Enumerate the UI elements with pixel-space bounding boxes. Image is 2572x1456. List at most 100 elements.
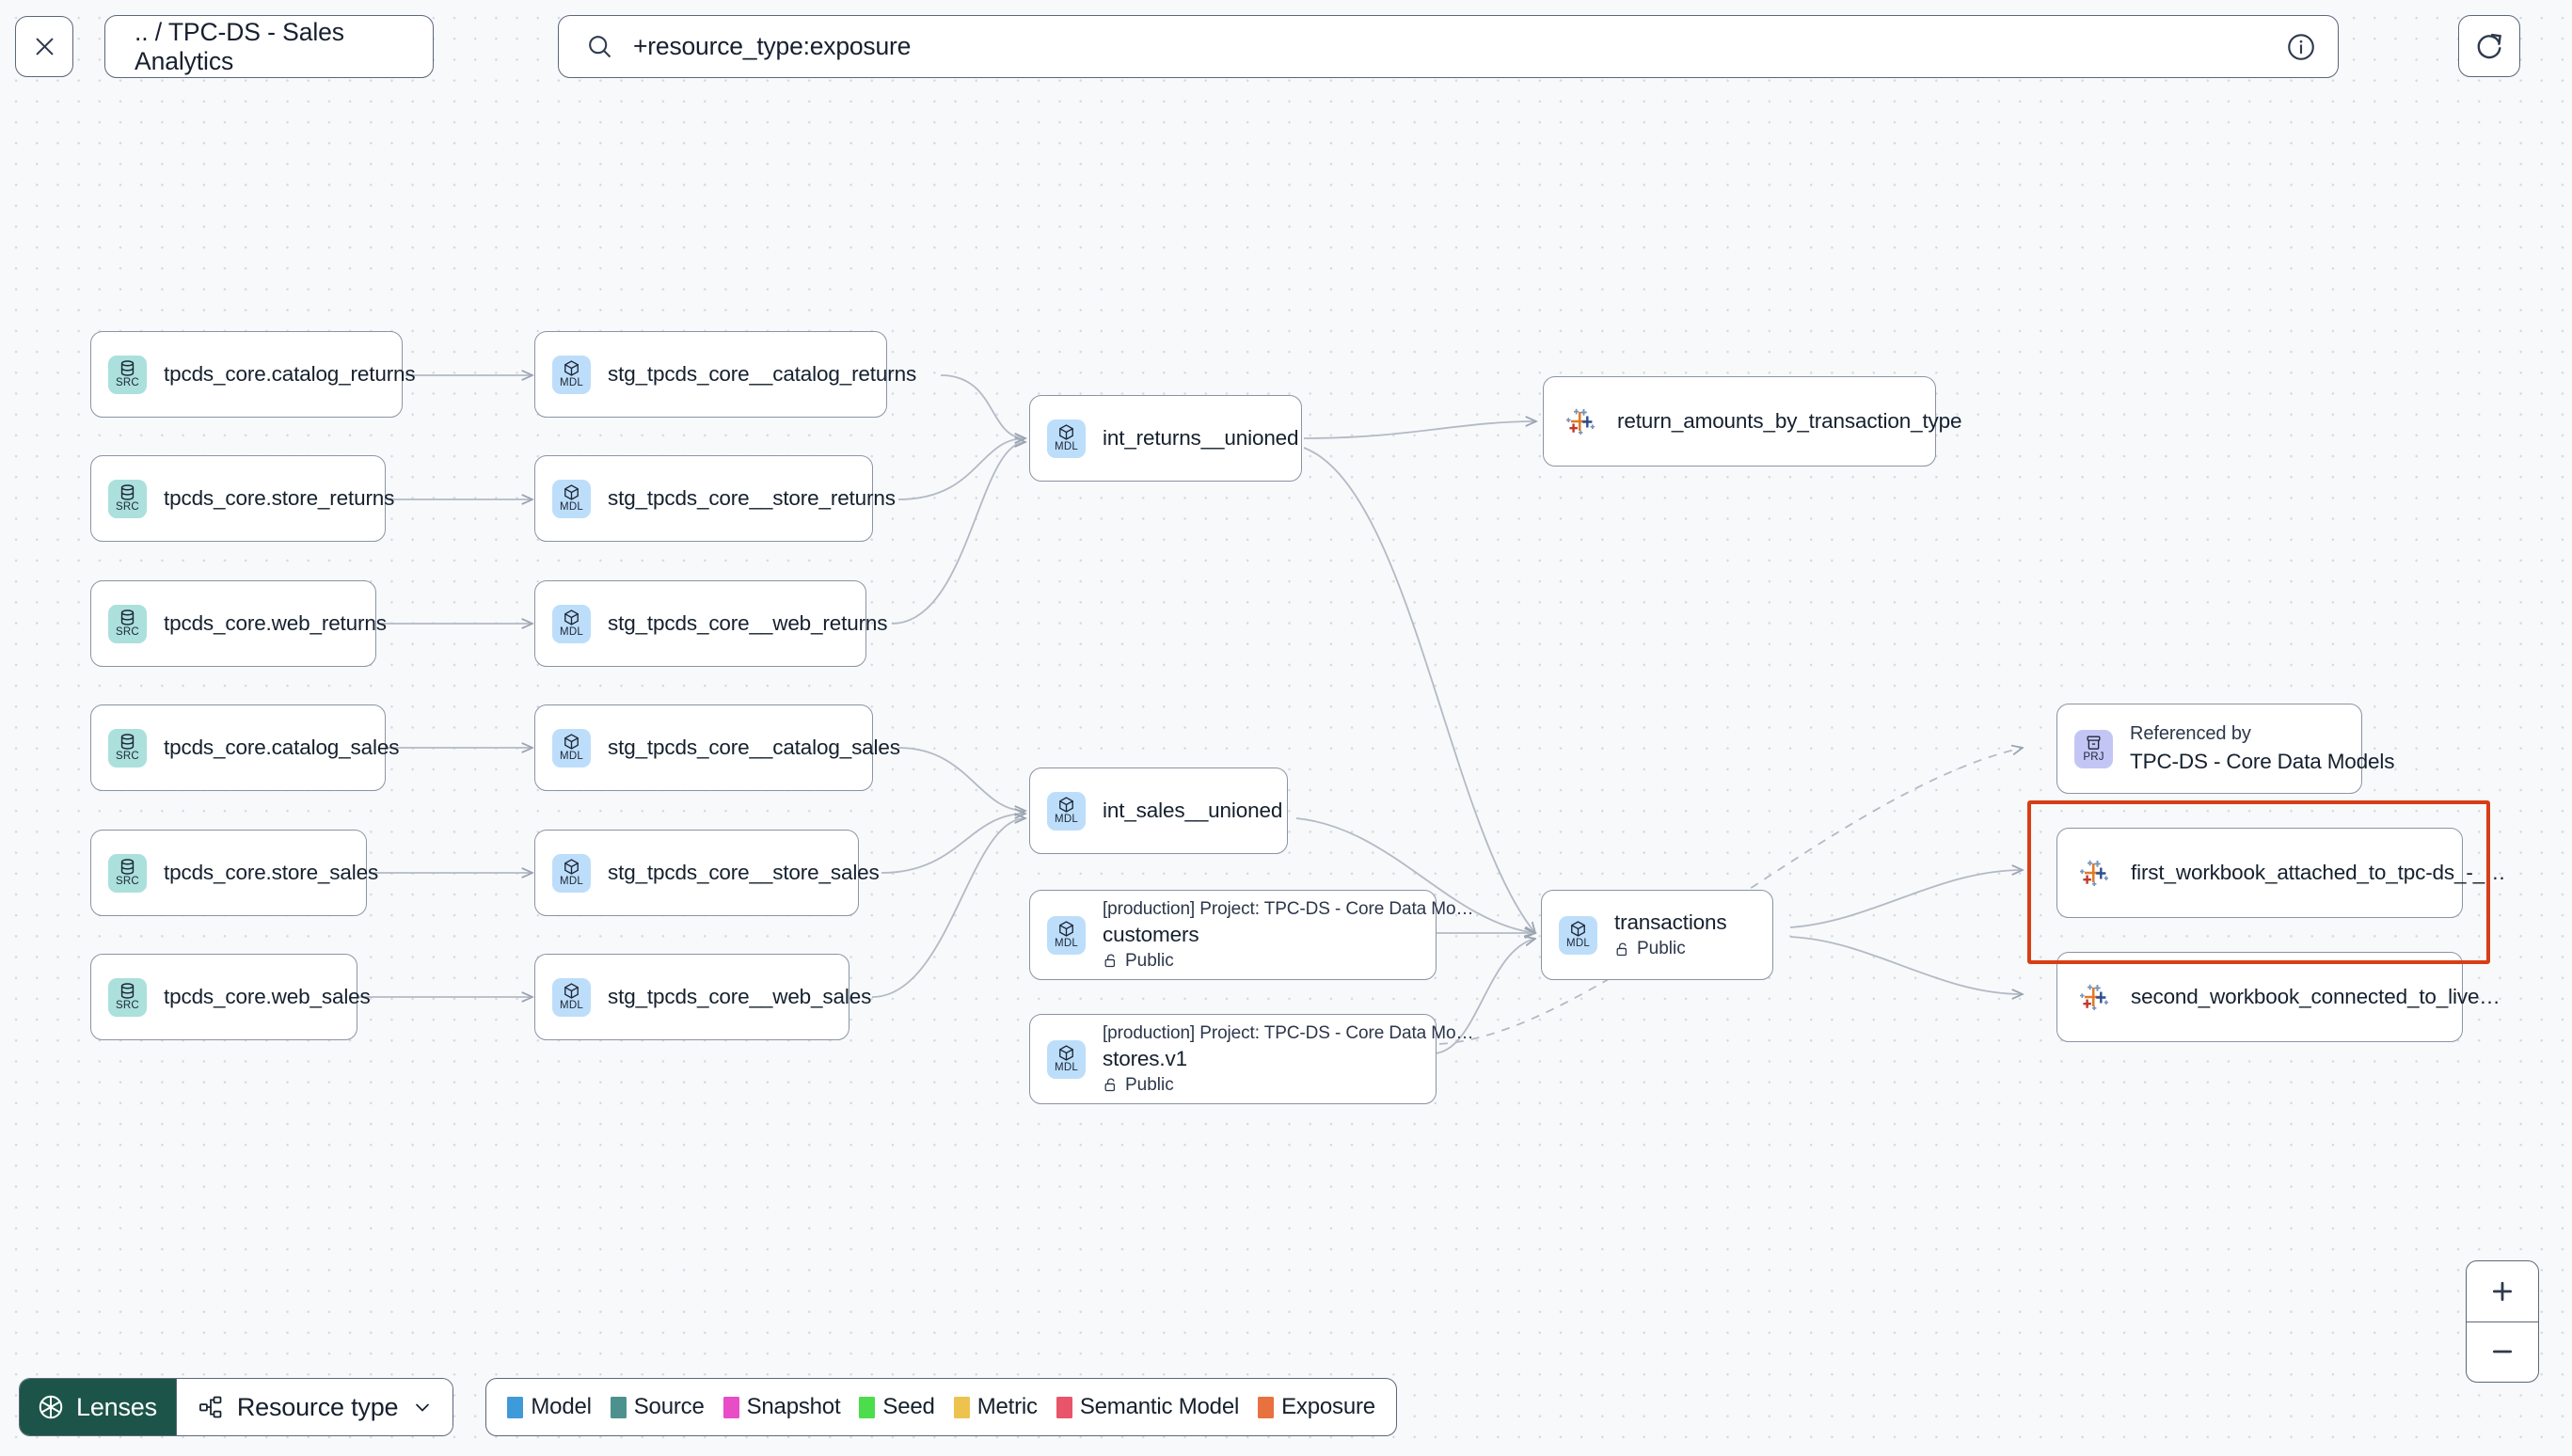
graph-node-model[interactable]: MDL stg_tpcds_core__catalog_sales	[534, 704, 900, 791]
unlock-icon	[1104, 954, 1116, 968]
graph-node-source[interactable]: SRC tpcds_core.catalog_returns	[90, 331, 416, 418]
cube-icon	[564, 983, 579, 999]
model-badge-label: MDL	[560, 377, 583, 389]
bottom-toolbar: Lenses Resource type Model	[19, 1378, 1397, 1436]
node-body: tpcds_core.catalog_sales	[164, 736, 399, 760]
exposure-selection-rect	[2027, 800, 2490, 964]
graph-node-exposure[interactable]: first_workbook_attached_to_tpc-ds_-_…	[2056, 828, 2506, 918]
source-badge-label: SRC	[116, 377, 139, 389]
resource-type-legend: Model Source Snapshot Seed Metric Semant…	[485, 1378, 1397, 1436]
legend-label: Model	[531, 1394, 592, 1419]
database-icon	[120, 609, 135, 625]
node-access-label: Public	[1125, 1074, 1174, 1095]
node-body: Referenced by TPC-DS - Core Data Models	[2130, 723, 2394, 774]
cube-icon	[564, 484, 579, 500]
legend-label: Source	[633, 1394, 705, 1419]
zoom-in-button[interactable]	[2467, 1261, 2538, 1322]
lenses-button[interactable]: Lenses	[20, 1379, 176, 1435]
database-icon	[120, 983, 135, 999]
node-body: return_amounts_by_transaction_type	[1617, 409, 1962, 434]
node-body: stg_tpcds_core__web_sales	[608, 985, 871, 1009]
graph-node-source[interactable]: SRC tpcds_core.store_returns	[90, 455, 395, 542]
refresh-icon	[2477, 33, 2501, 59]
node-project-line: [production] Project: TPC-DS - Core Data…	[1103, 898, 1474, 919]
node-caption: Referenced by	[2130, 723, 2251, 744]
legend-item-model: Model	[507, 1394, 592, 1420]
breadcrumb[interactable]: .. / TPC-DS - Sales Analytics	[104, 15, 434, 78]
legend-swatch	[507, 1396, 524, 1418]
legend-label: Exposure	[1281, 1394, 1375, 1419]
legend-swatch	[722, 1396, 739, 1418]
graph-node-model[interactable]: MDL int_sales__unioned	[1029, 768, 1288, 854]
resource-type-dropdown[interactable]: Resource type	[175, 1379, 453, 1435]
close-button[interactable]	[15, 16, 73, 77]
node-body: int_returns__unioned	[1103, 426, 1299, 451]
graph-node-project[interactable]: PRJ Referenced by TPC-DS - Core Data Mod…	[2056, 704, 2394, 794]
graph-node-source[interactable]: SRC tpcds_core.catalog_sales	[90, 704, 399, 791]
node-title: stg_tpcds_core__store_returns	[608, 486, 896, 510]
search-icon	[589, 36, 611, 58]
cube-icon	[1571, 921, 1585, 937]
node-body: tpcds_core.catalog_returns	[164, 362, 416, 387]
node-title: stg_tpcds_core__catalog_returns	[608, 362, 917, 386]
graph-node-model-transactions[interactable]: MDL transactions Public	[1541, 890, 1773, 980]
model-badge-label: MDL	[1055, 938, 1078, 950]
source-badge: SRC	[108, 479, 147, 518]
cube-icon	[1059, 921, 1073, 937]
graph-node-model[interactable]: MDL stg_tpcds_core__store_sales	[534, 830, 880, 916]
source-badge: SRC	[108, 604, 147, 643]
model-badge: MDL	[552, 355, 591, 394]
node-body: stg_tpcds_core__store_sales	[608, 861, 880, 885]
node-access-label: Public	[1125, 950, 1174, 971]
graph-node-model[interactable]: MDL stg_tpcds_core__web_returns	[534, 580, 888, 667]
graph-node-model-project[interactable]: MDL [production] Project: TPC-DS - Core …	[1029, 890, 1474, 980]
node-title: return_amounts_by_transaction_type	[1617, 409, 1962, 433]
graph-node-exposure[interactable]: return_amounts_by_transaction_type	[1543, 376, 1962, 467]
legend-swatch	[859, 1396, 876, 1418]
graph-node-exposure[interactable]: second_workbook_connected_to_live…	[2056, 952, 2501, 1042]
graph-node-model-project[interactable]: MDL [production] Project: TPC-DS - Core …	[1029, 1014, 1473, 1104]
graph-node-model[interactable]: MDL stg_tpcds_core__store_returns	[534, 455, 896, 542]
top-bar: .. / TPC-DS - Sales Analytics +resource_…	[0, 0, 2572, 110]
zoom-controls[interactable]	[2466, 1260, 2539, 1383]
legend-label: Snapshot	[746, 1394, 841, 1419]
graph-node-source[interactable]: SRC tpcds_core.store_sales	[90, 830, 378, 916]
node-title: tpcds_core.web_returns	[164, 611, 387, 635]
source-badge-label: SRC	[116, 501, 139, 514]
close-icon	[35, 38, 54, 55]
graph-node-model[interactable]: MDL stg_tpcds_core__catalog_returns	[534, 331, 917, 418]
node-title: first_workbook_attached_to_tpc-ds_-_…	[2131, 861, 2506, 884]
graph-node-source[interactable]: SRC tpcds_core.web_sales	[90, 954, 371, 1040]
node-access: Public	[1103, 1075, 1436, 1096]
unlock-icon	[1616, 942, 1627, 956]
graph-node-source[interactable]: SRC tpcds_core.web_returns	[90, 580, 387, 667]
database-icon	[120, 734, 135, 750]
model-badge-label: MDL	[560, 751, 583, 763]
node-title: tpcds_core.store_returns	[164, 486, 395, 510]
aperture-icon	[39, 1395, 63, 1419]
model-badge-label: MDL	[1055, 1062, 1078, 1074]
model-badge: MDL	[1047, 419, 1086, 458]
search-input[interactable]: +resource_type:exposure	[558, 15, 2339, 78]
node-title: int_sales__unioned	[1103, 799, 1283, 822]
refresh-button[interactable]	[2458, 15, 2520, 77]
model-badge: MDL	[1047, 1039, 1086, 1079]
node-body: stg_tpcds_core__web_returns	[608, 611, 888, 636]
node-body: tpcds_core.web_sales	[164, 985, 371, 1009]
node-access-label: Public	[1637, 939, 1686, 958]
database-icon	[120, 360, 135, 376]
model-badge: MDL	[1047, 915, 1086, 955]
node-body: tpcds_core.web_returns	[164, 611, 387, 636]
graph-node-model[interactable]: MDL int_returns__unioned	[1029, 395, 1302, 482]
node-title: int_returns__unioned	[1103, 426, 1299, 450]
archive-icon	[2087, 736, 2101, 751]
info-circle-icon[interactable]	[2285, 31, 2317, 63]
plus-icon	[2492, 1281, 2513, 1301]
node-access: Public	[1103, 951, 1436, 972]
node-title: stg_tpcds_core__catalog_sales	[608, 736, 900, 759]
legend-label: Seed	[882, 1394, 935, 1419]
graph-node-model[interactable]: MDL stg_tpcds_core__web_sales	[534, 954, 871, 1040]
zoom-out-button[interactable]	[2467, 1322, 2538, 1383]
